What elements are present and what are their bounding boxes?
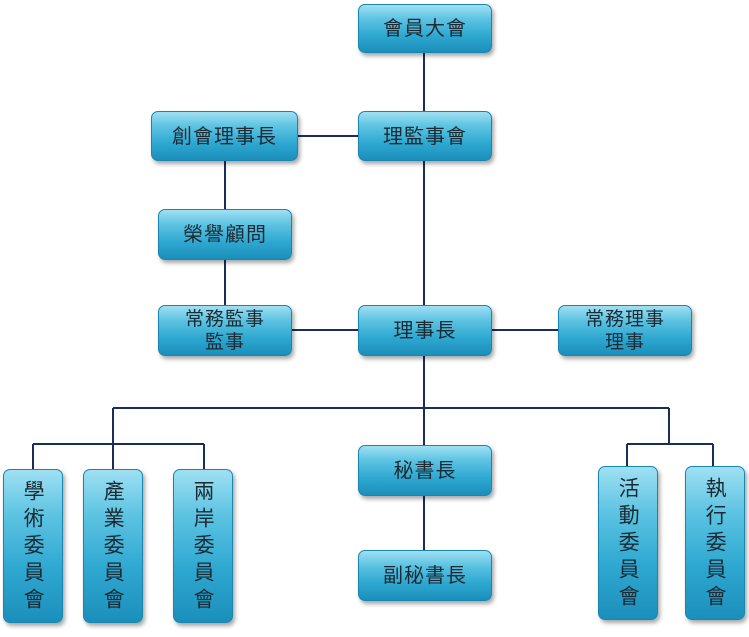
node-cross-strait-committee: 兩岸委員會 — [173, 469, 233, 623]
node-chairman: 理事長 — [358, 305, 492, 356]
node-industry-committee: 產業委員會 — [83, 469, 143, 623]
node-council: 理監事會 — [358, 111, 492, 161]
standing-supervisor-line2: 監事 — [204, 330, 245, 353]
node-founding-chairman: 創會理事長 — [151, 111, 298, 161]
node-academic-committee: 學術委員會 — [3, 469, 63, 623]
standing-director-line1: 常務理事 — [584, 307, 665, 330]
node-standing-supervisor: 常務監事 監事 — [158, 305, 292, 356]
node-general-assembly: 會員大會 — [358, 4, 492, 53]
node-activity-committee: 活動委員會 — [598, 466, 658, 620]
standing-director-line2: 理事 — [604, 330, 645, 353]
node-executive-committee: 執行委員會 — [685, 466, 745, 620]
standing-supervisor-line1: 常務監事 — [184, 307, 265, 330]
node-standing-director: 常務理事 理事 — [558, 305, 692, 356]
node-honorary-advisor: 榮譽顧問 — [158, 209, 292, 260]
node-deputy-secretary-general: 副秘書長 — [358, 550, 492, 601]
node-secretary-general: 秘書長 — [358, 445, 492, 496]
